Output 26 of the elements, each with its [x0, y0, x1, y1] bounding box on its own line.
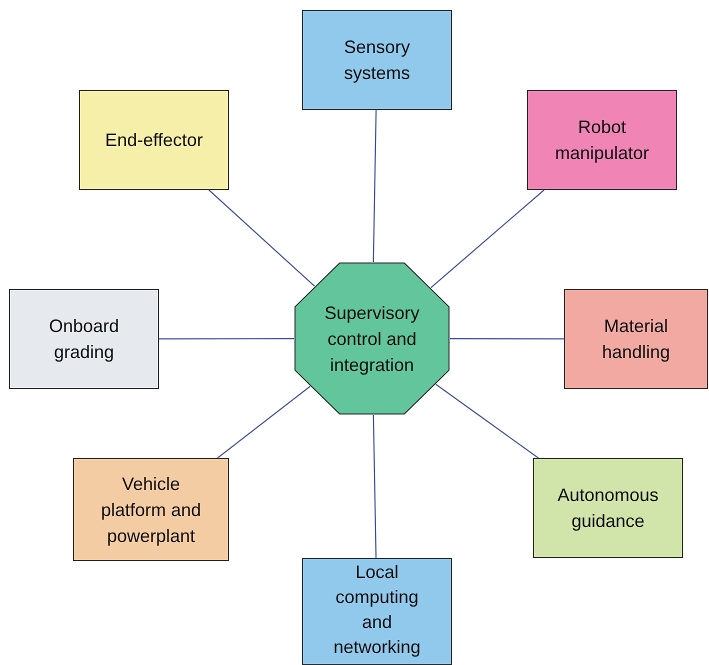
component-box: [527, 90, 677, 190]
connector-line: [159, 338, 294, 340]
component-box: [533, 458, 683, 558]
connector-line: [436, 384, 539, 458]
connector-line: [372, 414, 377, 558]
connector-line: [372, 110, 377, 262]
node-label: Sensory systems: [342, 36, 412, 85]
connector-line: [208, 190, 315, 287]
node-label: End-effector: [105, 129, 203, 152]
node-label: Robot manipulator: [554, 116, 650, 165]
node-label: Autonomous guidance: [556, 484, 660, 533]
node-label: Onboard grading: [48, 315, 120, 364]
octagon-node: [294, 262, 450, 415]
component-box: [9, 289, 159, 389]
connector-line: [430, 190, 544, 288]
node-label: Vehicle platform and powerplant: [100, 472, 202, 548]
component-box: [302, 10, 452, 110]
node-label: Supervisory control and integration: [323, 302, 421, 377]
node-label: Local computing and networking: [332, 561, 422, 659]
connector-line: [217, 386, 310, 458]
component-box: [79, 90, 229, 190]
component-box: [73, 458, 229, 561]
connector-line: [450, 338, 564, 340]
component-box: [564, 289, 708, 389]
component-box: [302, 558, 452, 665]
node-label: Material handling: [600, 315, 672, 364]
